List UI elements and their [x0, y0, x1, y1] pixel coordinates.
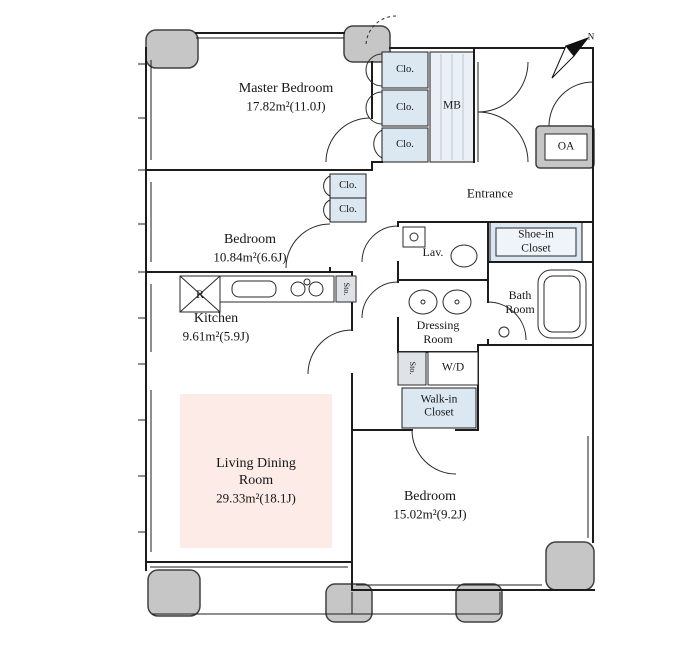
label-closet: Clo.	[396, 138, 414, 150]
pillar	[455, 583, 503, 623]
door-arc	[411, 429, 457, 475]
dashed-door-arc	[365, 15, 397, 47]
meter-box	[429, 51, 475, 163]
walk-in-closet-box	[401, 387, 477, 429]
label-bedroom1-area: 10.84m²(6.6J)	[213, 249, 287, 265]
washer-dryer-box	[427, 351, 479, 386]
label-master-bedroom-area: 17.82m²(11.0J)	[246, 98, 326, 114]
label-outdoor-ac: OA	[557, 140, 575, 153]
closet-box	[381, 89, 429, 127]
label-shoe-closet-2: Closet	[521, 242, 551, 255]
door-arc	[325, 117, 371, 163]
balcony-lines	[152, 592, 501, 615]
label-walkin-closet-2: Closet	[424, 406, 454, 419]
pillar	[325, 583, 373, 623]
label-kitchen-name: Kitchen	[193, 311, 239, 326]
label-meter-box: MB	[443, 99, 461, 112]
closet-box	[329, 197, 367, 223]
door-arc	[285, 223, 331, 269]
bathtub-icon	[537, 269, 587, 339]
door-arc	[361, 225, 399, 263]
wall-ticks	[138, 63, 146, 533]
stove-burner-icon	[308, 281, 324, 297]
label-storage: Sto.	[342, 282, 351, 296]
label-living-name-1: Living Dining	[216, 456, 296, 471]
shoe-in-closet-shelf	[495, 227, 577, 257]
closet-box	[381, 51, 429, 89]
label-kitchen-area: 9.61m²(5.9J)	[182, 328, 250, 344]
living-accent-rect	[180, 394, 332, 548]
label-lavatory: Lav.	[422, 245, 444, 259]
door-arc	[361, 281, 399, 319]
pillar	[545, 541, 595, 591]
shower-drain-icon	[498, 326, 510, 338]
fixtures	[179, 133, 588, 386]
label-closet: Clo.	[396, 101, 414, 113]
closet-areas	[329, 51, 583, 429]
label-closet: Clo.	[339, 203, 357, 215]
compass-north-icon	[551, 36, 590, 79]
label-closet: Clo.	[396, 63, 414, 75]
kitchen-counter	[219, 275, 335, 303]
label-refrigerator: R	[195, 287, 205, 301]
label-bath-2: Room	[505, 302, 535, 316]
door-arcs	[285, 15, 594, 475]
label-dressing-1: Dressing	[416, 318, 460, 332]
label-shoe-closet-1: Shoe-in	[518, 228, 554, 241]
label-bath-1: Bath	[508, 288, 532, 302]
label-washer-dryer: W/D	[441, 361, 465, 374]
label-bedroom2-area: 15.02m²(9.2J)	[393, 506, 467, 522]
pillar	[343, 25, 391, 63]
front-door-arc	[548, 81, 594, 127]
lavatory-counter	[402, 226, 426, 248]
closet-door-arc	[365, 53, 383, 159]
door-arc	[477, 61, 529, 113]
label-bedroom1-name: Bedroom	[223, 232, 277, 247]
closet-box	[381, 127, 429, 163]
door-arc	[477, 111, 529, 163]
faucet-dot	[454, 299, 460, 305]
sink-icon	[231, 280, 277, 298]
label-living-area: 29.33m²(18.1J)	[216, 490, 296, 506]
outdoor-ac-box	[544, 133, 588, 161]
label-entrance: Entrance	[466, 185, 514, 201]
washbasin-icon	[442, 289, 472, 315]
label-closet: Clo.	[339, 179, 357, 191]
refrigerator-cross	[179, 275, 221, 313]
storage-box-hall	[397, 351, 427, 386]
stove-burner-icon	[290, 281, 306, 297]
faucet-dot	[420, 299, 426, 305]
toilet-icon	[450, 244, 478, 268]
lavatory-bowl-icon	[409, 232, 419, 242]
closet-door-arc	[323, 175, 331, 221]
bathtub-inner	[543, 275, 581, 333]
label-master-bedroom-name: Master Bedroom	[238, 81, 334, 96]
pillar	[145, 29, 199, 69]
label-dressing-2: Room	[423, 332, 453, 346]
label-bedroom2-name: Bedroom	[403, 489, 457, 504]
pillar	[147, 569, 201, 617]
label-compass-north: N	[587, 31, 595, 42]
door-arc	[307, 329, 353, 375]
stove-burner-icon	[303, 278, 311, 286]
washbasin-icon	[408, 289, 438, 315]
label-living-name-2: Room	[238, 473, 274, 488]
closet-box	[329, 173, 367, 199]
label-storage: Sto.	[408, 361, 417, 375]
label-walkin-closet-1: Walk-in	[420, 393, 458, 406]
door-arc	[487, 301, 527, 341]
storage-box-kitchen	[335, 275, 357, 303]
